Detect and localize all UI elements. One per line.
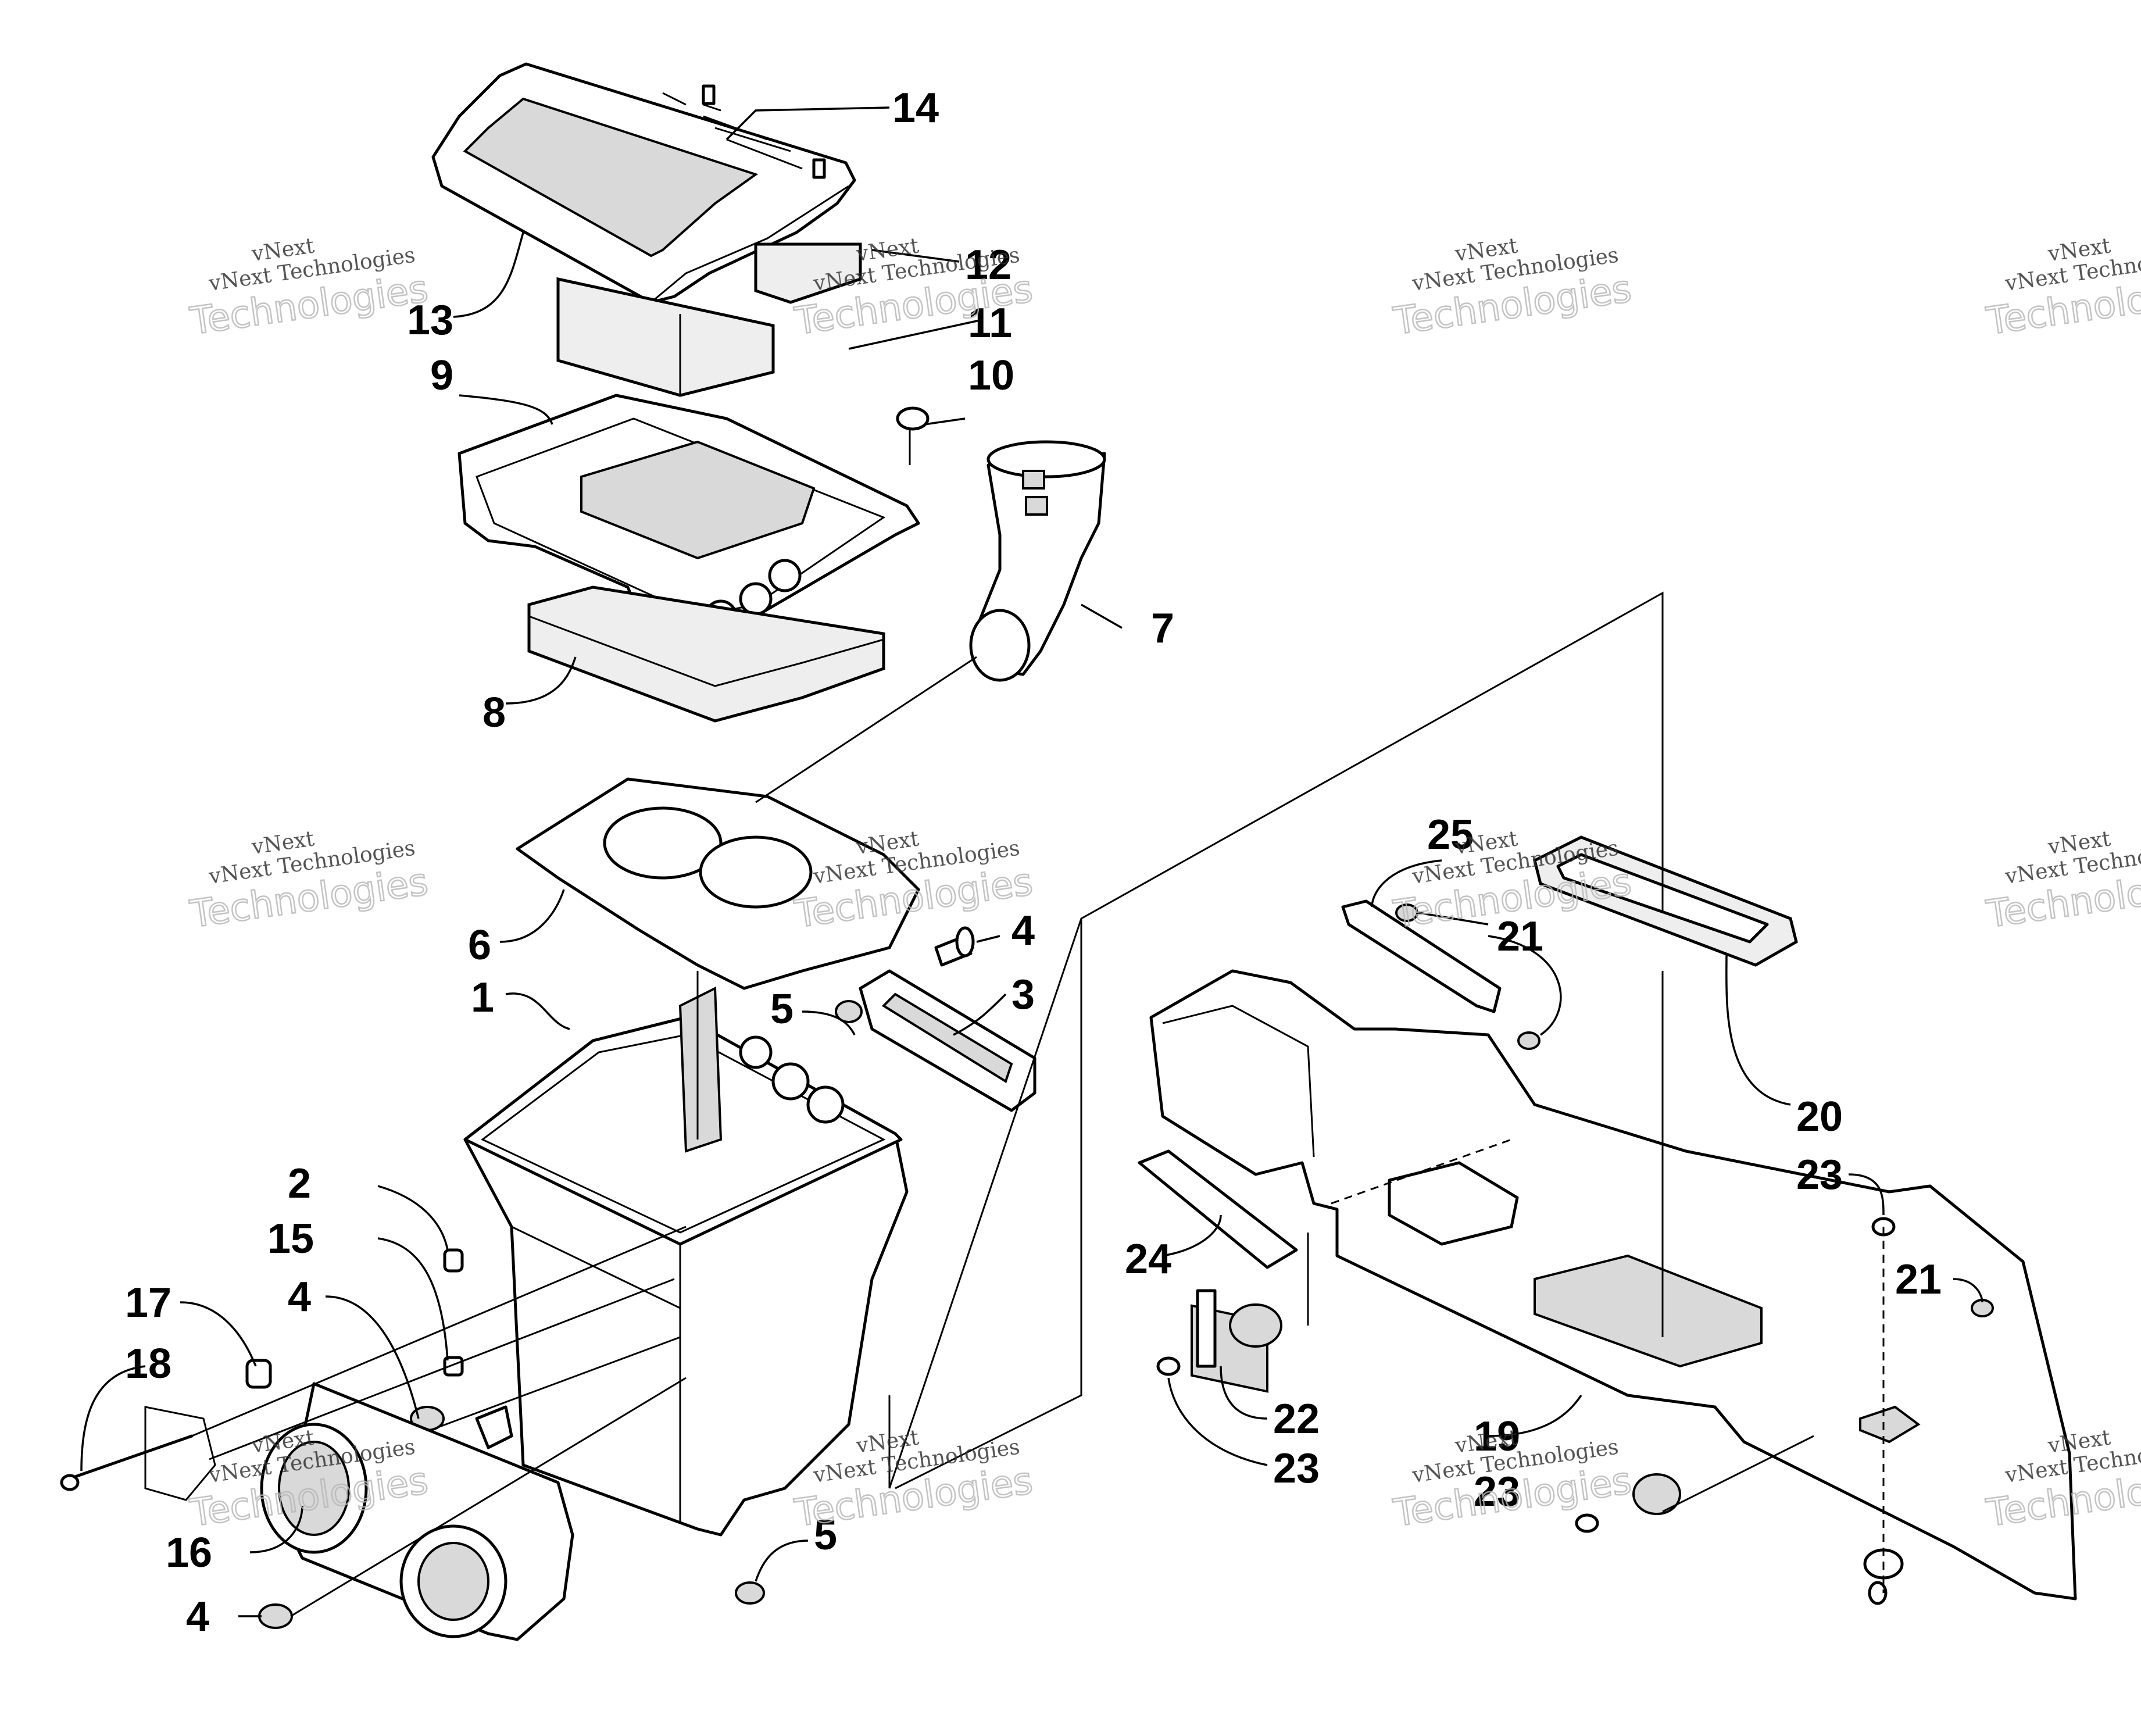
lower-foam-filter xyxy=(527,585,885,723)
callout-label: 25 xyxy=(1427,812,1474,858)
callout-label: 4 xyxy=(1011,908,1035,954)
callout-label: 22 xyxy=(1273,1396,1320,1442)
intake-elbow xyxy=(969,440,1106,682)
airbox-body xyxy=(463,986,909,1537)
callout-label: 12 xyxy=(965,242,1011,288)
callout-label: 11 xyxy=(968,300,1012,347)
callout-label: 7 xyxy=(1151,605,1174,652)
callout-label: 4 xyxy=(288,1274,311,1320)
callout-label: 9 xyxy=(430,352,453,399)
callout-label: 15 xyxy=(267,1216,314,1262)
callout-label: 13 xyxy=(407,297,453,344)
callout-label: 23 xyxy=(1474,1469,1520,1515)
callout-label: 23 xyxy=(1796,1152,1843,1198)
callout-label: 16 xyxy=(166,1530,212,1576)
fasteners-airbox xyxy=(735,926,975,1605)
callout-label: 5 xyxy=(770,986,794,1033)
intake-duct xyxy=(1149,969,2077,1601)
callout-label: 5 xyxy=(814,1512,837,1559)
callout-label: 10 xyxy=(968,352,1014,399)
callout-label: 20 xyxy=(1796,1094,1843,1140)
callout-label: 3 xyxy=(1011,971,1035,1018)
callout-label: 19 xyxy=(1474,1413,1520,1460)
valve-plate xyxy=(859,969,1036,1112)
long-bolt-18 xyxy=(60,1434,194,1491)
callout-label: 21 xyxy=(1895,1256,1942,1303)
callout-label: 18 xyxy=(125,1341,171,1387)
callout-label: 4 xyxy=(186,1594,209,1640)
leader-lines xyxy=(80,106,1983,1617)
filter-tray xyxy=(457,394,920,653)
callout-label: 21 xyxy=(1497,913,1543,960)
callout-label: 2 xyxy=(288,1160,311,1207)
callout-label: 14 xyxy=(892,85,939,131)
callout-label: 6 xyxy=(468,922,491,969)
callout-label: 1 xyxy=(471,974,494,1021)
airbox-lid xyxy=(431,62,856,304)
callout-label: 8 xyxy=(482,690,506,736)
callout-numbers: 14 12 13 11 9 10 7 8 6 4 1 5 3 2 15 17 1… xyxy=(125,85,1942,1640)
assembly-lines xyxy=(191,591,1885,1617)
callout-label: 23 xyxy=(1273,1445,1320,1492)
gasket-plate xyxy=(516,777,920,990)
callout-label: 17 xyxy=(125,1280,171,1326)
upper-foam-filters xyxy=(556,242,862,397)
callout-label: 24 xyxy=(1125,1236,1171,1283)
screw-10 xyxy=(896,406,930,465)
